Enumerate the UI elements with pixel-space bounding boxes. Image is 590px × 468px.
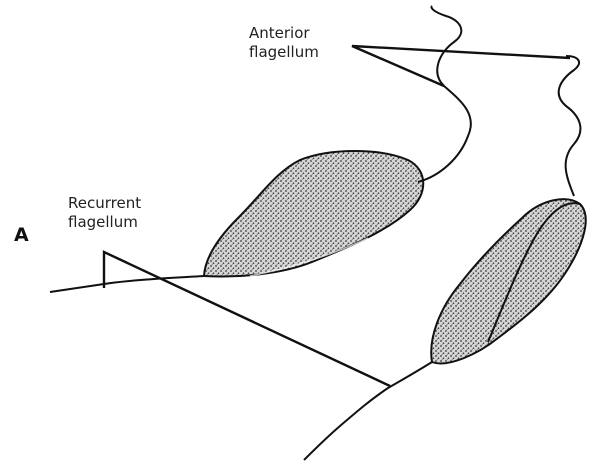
anterior-flagellum-label: Anterior flagellum [249,24,319,62]
cell-body-right [431,199,585,363]
recurrent-label-line1: Recurrent [68,194,141,213]
anterior-flagellum-left [418,6,471,182]
anterior-label-line1: Anterior [249,24,319,43]
anterior-flagellum-right [559,56,581,196]
panel-letter: A [14,224,29,246]
anterior-leader-line [352,46,570,86]
recurrent-label-line2: flagellum [68,213,141,232]
recurrent-flagellum-label: Recurrent flagellum [68,194,141,232]
cell-body-left [204,151,423,276]
anterior-label-line2: flagellum [249,43,319,62]
recurrent-flagellum-left [50,276,204,292]
